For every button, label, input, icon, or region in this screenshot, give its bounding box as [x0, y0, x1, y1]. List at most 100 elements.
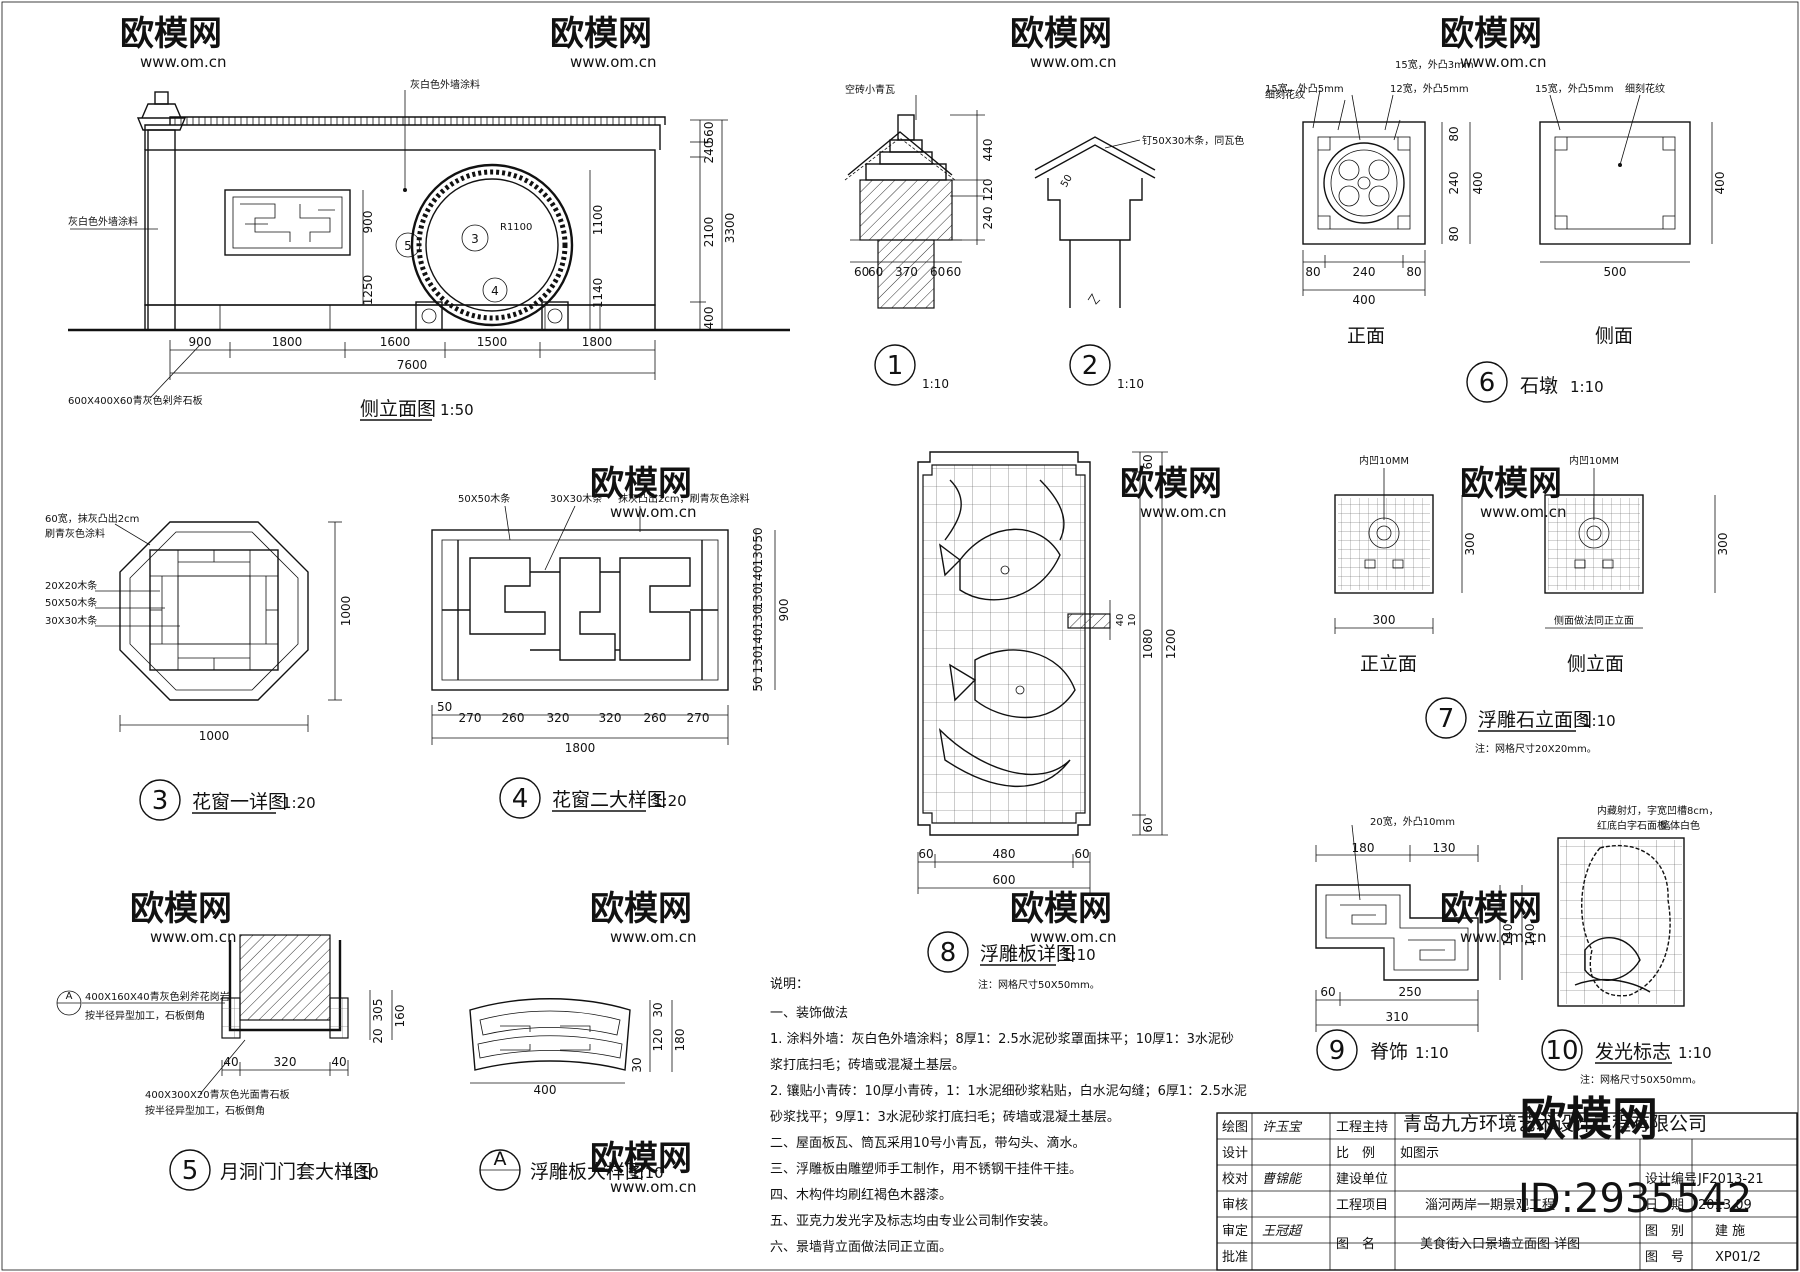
d1-number: 1 [887, 351, 904, 381]
tb-rk-0: 设计编号 [1645, 1172, 1697, 1187]
detail-4: 50X50木条 30X30木条 抹灰凸出2cm，刷青灰色涂料 50 270 26… [431, 492, 791, 819]
d2-scale: 1:10 [1117, 377, 1144, 391]
dA-dim-3: 120 [651, 1029, 665, 1052]
d8-rtotal: 1200 [1164, 629, 1178, 660]
d9-bdim-1: 60 [1320, 985, 1335, 999]
d5-bdim-1: 40 [223, 1055, 238, 1069]
detail-9: 20宽，外凸10mm 180 130 60 250 310 140 190 9 … [1315, 815, 1537, 1071]
dA-scale: 1:10 [630, 1164, 664, 1182]
d6-callout-3: 15宽，外凸3mm [1395, 58, 1474, 71]
d1-bdim-3: 370 [895, 265, 918, 279]
d4-rdim-1: 50 [751, 527, 765, 542]
d5-callout-2: 按半径异型加工，石板倒角 [85, 1009, 205, 1022]
watermark-brand-7: 欧模网 [130, 889, 232, 929]
watermark-brand-1: 欧模网 [550, 14, 652, 54]
d4-bdim-7: 270 [687, 711, 710, 725]
d3-rdim: 1000 [339, 596, 353, 627]
d4-rdim-8: 50 [751, 676, 765, 691]
watermark-site-11: www.om.cn [610, 1178, 697, 1196]
notes-line-8: 四、木构件均刷红褐色木器漆。 [770, 1187, 952, 1203]
watermark-site-4: www.om.cn [610, 503, 697, 521]
d9-callout: 20宽，外凸10mm [1370, 815, 1455, 828]
tb-k-0: 绘图 [1222, 1120, 1248, 1135]
detail-5: A 400X160X40青灰色剁斧花岗岩 按半径异型加工，石板倒角 400X30… [56, 934, 407, 1191]
d4-scale: 1:20 [653, 792, 687, 810]
d7-callout-1: 内凹10MM [1359, 454, 1409, 467]
tb-rv-1: 2013.09 [1698, 1198, 1752, 1213]
elev-rdim-3: 2100 [702, 217, 716, 248]
d6-side-rdim: 400 [1713, 172, 1727, 195]
d8-side-dim-2: 10 [1127, 614, 1138, 627]
tb-k-4: 审定 [1222, 1224, 1248, 1239]
d6-title: 石墩 [1520, 375, 1558, 397]
elev-rdim-2: 240 [702, 141, 716, 164]
d9-rdim-1: 140 [1501, 924, 1515, 947]
elev-dim-4: 1500 [477, 335, 508, 349]
tb-k-2: 校对 [1222, 1171, 1248, 1187]
tb-company: 青岛九方环境艺术设计工程有限公司 [1403, 1113, 1707, 1135]
d4-rdim-4: 130 [751, 587, 765, 610]
watermark-brand-2: 欧模网 [1010, 14, 1112, 54]
notes-heading: 说明： [770, 977, 809, 992]
d4-rdim-5: 130 [751, 607, 765, 630]
d5-rdim-2: 305 [371, 999, 385, 1022]
d8-bdim-2: 480 [993, 847, 1016, 861]
d2-label: 钉50X30木条，同瓦色 [1142, 134, 1244, 147]
tb-k-5: 批准 [1222, 1250, 1248, 1265]
tb-k2-0: 工程主持 [1336, 1120, 1388, 1135]
d5-rdim-1: 20 [371, 1028, 385, 1043]
d7-rdim-2: 300 [1716, 533, 1730, 556]
d8-rdim-1: 60 [1141, 454, 1155, 469]
d7-title: 浮雕石立面图 [1478, 709, 1592, 731]
d8-rdim-2: 1080 [1141, 629, 1155, 660]
overlay-brand: 欧模网 [1520, 1092, 1658, 1146]
watermark-brand-4: 欧模网 [590, 464, 692, 504]
detail-7: 内凹10MM 内凹10MM 300 侧面做法同正立面 300 300 正立面 侧… [1334, 454, 1730, 755]
d8-bdim-3: 60 [1074, 847, 1089, 861]
dA-dim-1: 400 [534, 1083, 557, 1097]
d8-bdim-1: 60 [918, 847, 933, 861]
watermark-brand-0: 欧模网 [120, 14, 222, 54]
d3-callout-1: 60宽，抹灰凸出2cm [45, 512, 139, 525]
detail-8: 40 10 60 1080 60 1200 60 480 60 600 8 浮雕… [917, 451, 1178, 991]
door-dim-1: 1100 [591, 205, 605, 236]
d6-number: 6 [1479, 368, 1496, 398]
d5-rdim-3: 160 [393, 1005, 407, 1028]
d3-scale: 1:20 [282, 794, 316, 812]
d4-rdim-2: 130 [751, 544, 765, 567]
d7-side-label: 侧立面 [1567, 653, 1624, 675]
d1-bdim-4: 60 [930, 265, 945, 279]
d5-number: 5 [182, 1156, 199, 1186]
watermark-brand-8: 欧模网 [590, 889, 692, 929]
tb-k2-1: 比 例 [1336, 1146, 1375, 1161]
d4-title: 花窗二大样图 [552, 789, 666, 811]
d7-scale: 1:10 [1582, 712, 1616, 730]
d5-callout-4: 按半径异型加工，石板倒角 [145, 1104, 265, 1117]
d6-side-label: 侧面 [1595, 325, 1633, 347]
door-dim-2: 1140 [591, 278, 605, 309]
watermark-site-0: www.om.cn [140, 53, 227, 71]
watermark-brand-10: 欧模网 [1440, 889, 1542, 929]
tb-rk-2: 图 别 [1645, 1224, 1684, 1239]
d4-callout-2: 30X30木条 [550, 492, 602, 505]
d8-btotal: 600 [993, 873, 1016, 887]
d7-callout-2: 内凹10MM [1569, 454, 1619, 467]
tb-k-3: 审核 [1222, 1198, 1248, 1213]
d8-rdim-3: 60 [1141, 817, 1155, 832]
d6-frdim-3: 80 [1447, 226, 1461, 241]
d10-callout-1: 内藏射灯，字宽凹槽8cm， [1597, 804, 1719, 817]
detail-3: 60宽，抹灰凸出2cm 刷青灰色涂料 20X20木条 50X50木条 30X30… [45, 512, 353, 821]
d6-fbtotal: 400 [1353, 293, 1376, 307]
elev-dim-2: 1800 [272, 335, 303, 349]
tb-k-1: 设计 [1222, 1146, 1248, 1161]
detail-1: 空砖小青瓦 440 120 240 60 60 370 60 60 1 1:10 [844, 83, 995, 391]
d5-scale: 1:10 [345, 1164, 379, 1182]
dA-dim-2: 30 [651, 1002, 665, 1017]
d4-bdim-3: 260 [502, 711, 525, 725]
elev-rdim-1: 560 [702, 122, 716, 145]
d10-callout-3: 整体白色 [1660, 819, 1700, 832]
d4-bdim-1: 50 [437, 700, 452, 714]
notes-line-5: 砂浆找平；9厚1：3水泥砂浆打底扫毛；砖墙或混凝土基层。 [770, 1109, 1120, 1125]
marker-text-5: 5 [404, 239, 412, 253]
d4-bdim-4: 320 [547, 711, 570, 725]
